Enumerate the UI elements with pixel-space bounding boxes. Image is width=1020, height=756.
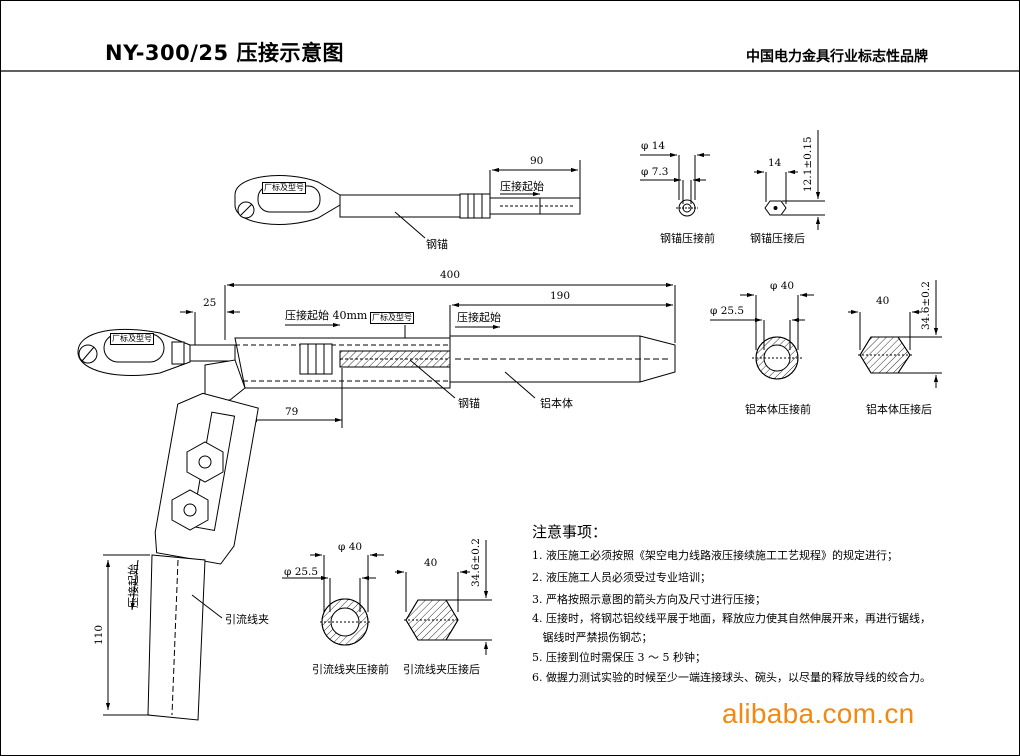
dim-steel-after-height: 12.1±0.15	[802, 136, 814, 192]
tag-manufacturer-eye: 厂标及型号	[110, 333, 154, 345]
note-item: 4. 压接时，将钢芯铝绞线平展于地面，释放应力使其自然伸展开来，再进行锯线，	[532, 612, 931, 625]
note-item: 1. 液压施工必须按照《架空电力线路液压接续施工工艺规程》的规定进行；	[532, 549, 898, 562]
brand-slogan: 中国电力金具行业标志性品牌	[746, 49, 928, 65]
caption-steel-after: 钢锚压接后	[750, 232, 805, 245]
steel-section-before	[640, 152, 710, 217]
notes-title: 注意事项：	[532, 523, 608, 541]
caption-steel-before: 钢锚压接前	[660, 232, 715, 245]
dim-jumper-after-width: 40	[424, 557, 438, 569]
tag-manufacturer-body: 厂标及型号	[370, 312, 414, 324]
tag-manufacturer-top: 厂标及型号	[262, 182, 306, 194]
aluminum-section-after	[848, 280, 942, 388]
jumper-clamp-drawing	[103, 359, 259, 721]
label-jumper-clamp: 引流线夹	[225, 613, 269, 626]
note-item: 2. 液压施工人员必须受过专业培训；	[532, 571, 711, 584]
dim-lower-79: 79	[285, 406, 299, 418]
caption-al-before: 铝本体压接前	[745, 403, 811, 416]
dim-left-offset: 25	[203, 297, 217, 309]
dim-total-length: 400	[440, 269, 461, 281]
note-item: 5. 压接到位时需保压 3 ～ 5 秒钟；	[532, 651, 706, 664]
dim-jumper-length: 110	[93, 624, 105, 645]
page-title: NY-300/25 压接示意图	[105, 41, 344, 65]
dim-al-outer-dia: φ 40	[770, 280, 795, 292]
aluminum-section-before	[710, 292, 814, 380]
steel-section-after	[754, 130, 825, 230]
caption-al-after: 铝本体压接后	[866, 403, 932, 416]
dim-al-after-width: 40	[876, 295, 890, 307]
jumper-section-before	[282, 552, 384, 646]
dim-steel-outer-dia: φ 14	[641, 140, 666, 152]
dim-al-after-height: 34.6±0.2	[920, 281, 932, 330]
dim-jumper-after-height: 34.6±0.2	[470, 538, 482, 587]
dim-jumper-inner-dia: φ 25.5	[284, 566, 319, 578]
steel-anchor-top-drawing	[234, 160, 581, 239]
main-assembly-drawing	[77, 282, 676, 428]
caption-jumper-before: 引流线夹压接前	[312, 663, 389, 676]
label-crimp-start-top: 压接起始	[500, 180, 544, 193]
caption-jumper-after: 引流线夹压接后	[403, 663, 480, 676]
label-crimp-start-jumper: 压接起始	[127, 564, 140, 608]
dim-al-inner-dia: φ 25.5	[710, 305, 745, 317]
dim-steel-after-width: 14	[768, 157, 782, 169]
dim-aluminum-length: 190	[550, 290, 571, 302]
note-item: 3. 严格按照示意图的箭头方向及尺寸进行压接；	[532, 593, 766, 606]
label-steel-anchor-top: 钢锚	[426, 238, 448, 251]
label-crimp-start-40mm: 压接起始 40mm	[285, 309, 368, 322]
jumper-section-after	[395, 540, 492, 655]
note-item: 6. 做握力测试实验的时候至少一端连接球头、碗头，以尽量的释放导线的绞合力。	[532, 671, 931, 684]
label-aluminum-body: 铝本体	[540, 397, 573, 410]
watermark: alibaba.com.cn	[722, 698, 915, 729]
label-steel-anchor-main: 钢锚	[458, 397, 480, 410]
label-crimp-start-body: 压接起始	[457, 311, 501, 324]
dim-jumper-outer-dia: φ 40	[338, 541, 363, 553]
note-item: 锯线时严禁损伤钢芯；	[532, 631, 653, 644]
dim-steel-anchor-length: 90	[530, 155, 544, 167]
dim-steel-inner-dia: φ 7.3	[641, 166, 669, 178]
